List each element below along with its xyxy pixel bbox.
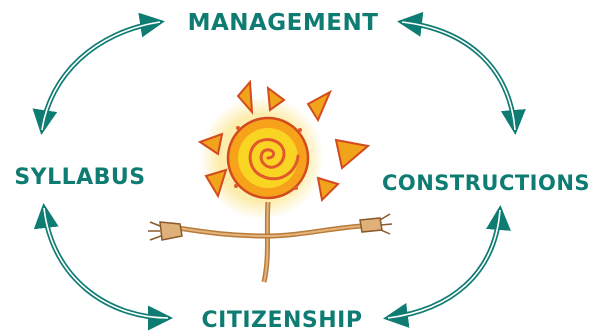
arrow-syllabus-citizenship (33, 203, 173, 331)
left-hand-icon (148, 221, 183, 241)
sun-rays (197, 79, 371, 203)
node-management: MANAGEMENT (188, 10, 379, 36)
node-citizenship: CITIZENSHIP (202, 308, 363, 332)
arrow-management-constructions (397, 11, 526, 135)
sun-flower-figure-icon (148, 79, 393, 283)
arrow-management-syllabus (32, 12, 165, 135)
right-hand-icon (359, 213, 393, 235)
node-syllabus: SYLLABUS (14, 165, 145, 190)
node-constructions: CONSTRUCTIONS (382, 171, 590, 195)
arrow-constructions-citizenship (383, 205, 511, 328)
